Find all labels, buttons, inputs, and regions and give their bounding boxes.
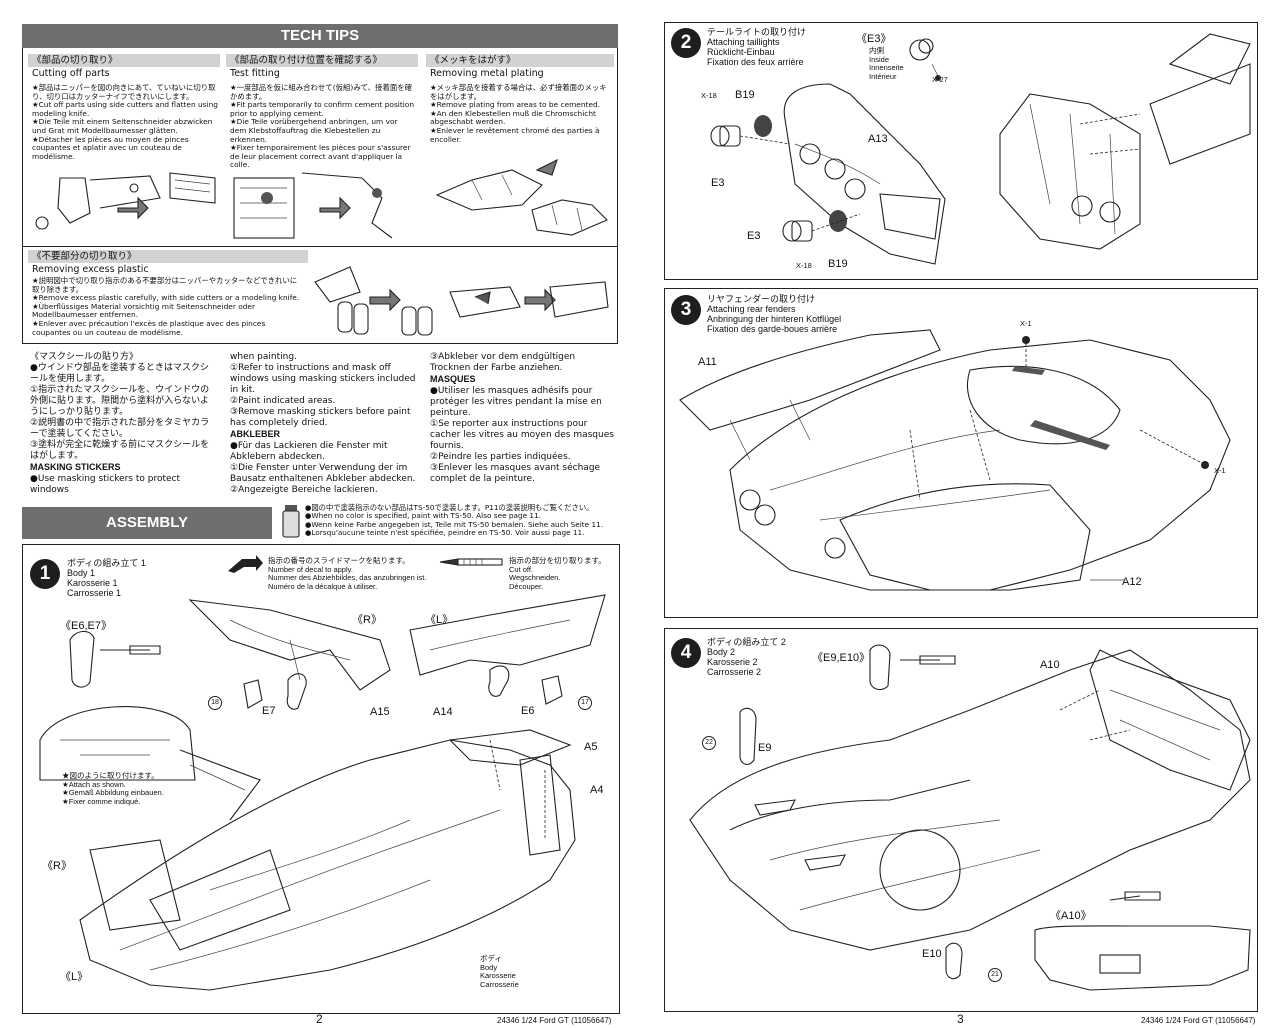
label-e3-a: E3 [711, 177, 725, 189]
tech-tips-header: TECH TIPS [22, 24, 618, 48]
label-e3-b: E3 [747, 230, 761, 242]
label-x1-top: X-1 [1020, 319, 1032, 328]
label-l-bottom: 《L》 [60, 971, 89, 983]
step3-box [664, 288, 1258, 618]
step3-drawing [679, 329, 1231, 591]
step4-title: ボディの組み立て 2 Body 2 Karosserie 2 Carrosser… [707, 637, 786, 677]
tip-cutting-en: Cutting off parts [32, 68, 110, 79]
step2-title: テールライトの取り付け Attaching taillights Rücklic… [707, 27, 807, 67]
label-a10-detail: 《A10》 [1050, 910, 1092, 922]
decal-arrow-icon [228, 555, 263, 573]
label-e6e7: 《E6,E7》 [60, 620, 112, 632]
tip-cutting-heading: 《部品の切り取り》 Cutting off parts [28, 54, 220, 80]
tip-fitting-heading: 《部品の取り付け位置を確認する》 Test fitting [226, 54, 418, 80]
step1-body-drawing [39, 594, 606, 991]
tip-cutting-jp: 《部品の切り取り》 [28, 54, 220, 67]
tip-fitting-illustration [233, 172, 393, 239]
cut-knife-icon [439, 558, 503, 566]
masking-de-tail: ③Abkleber vor dem endgültigen Trocknen d… [430, 352, 576, 373]
footer-left: 24346 1/24 Ford GT (11056647) [497, 1016, 612, 1025]
tech-tips-box [22, 48, 618, 344]
tip-excess-illustration [314, 266, 609, 336]
decal-21-marker: 21 [988, 968, 1002, 982]
label-a11: A11 [698, 356, 717, 368]
masking-fr-text: ●Utiliser les masques adhésifs pour prot… [430, 386, 614, 484]
decal-22-marker: 22 [702, 736, 716, 750]
step3-number: 3 [671, 295, 701, 325]
masking-de-text: ●Für das Lackieren die Fenster mit Abkle… [230, 441, 416, 495]
masking-de-heading: ABKLEBER [230, 429, 281, 439]
label-x18-b: X-18 [796, 261, 812, 270]
step4-drawing [689, 644, 1251, 991]
label-e9e10: 《E9,E10》 [812, 652, 871, 664]
tip-plating-heading: 《メッキをはがす》 Removing metal plating [426, 54, 614, 80]
tip-plating-en: Removing metal plating [430, 68, 544, 79]
label-b19-b: B19 [828, 258, 848, 270]
label-a12: A12 [1122, 576, 1142, 588]
tip-cutting-illustration [35, 172, 216, 230]
decal-17-marker: 17 [578, 696, 592, 710]
label-r-top: 《R》 [352, 614, 382, 626]
tip-plating-body: ★メッキ部品を接着する場合は、必ず接着面のメッキをはがします。 ★Remove … [430, 83, 607, 144]
step4-number: 4 [671, 638, 701, 668]
label-a10: A10 [1040, 659, 1060, 671]
step2-box [664, 22, 1258, 280]
paint-bottle-icon [282, 505, 300, 538]
footer-right: 24346 1/24 Ford GT (11056647) [1141, 1016, 1256, 1025]
step1-title: ボディの組み立て 1 Body 1 Karosserie 1 Carrosser… [67, 558, 146, 598]
masking-en-text2: when painting. ①Refer to instructions an… [230, 352, 416, 428]
tip-fitting-en: Test fitting [230, 68, 280, 79]
label-a14: A14 [433, 706, 453, 718]
label-x1-right: X-1 [1214, 466, 1226, 475]
masking-col1: 《マスクシールの貼り方》 ●ウインドウ部品を塗装するときはマスクシールを使用しま… [30, 352, 216, 496]
step3-title: リヤフェンダーの取り付け Attaching rear fenders Anbr… [707, 294, 842, 334]
label-e7: E7 [262, 705, 276, 717]
label-a5: A5 [584, 741, 598, 753]
masking-col2: when painting. ①Refer to instructions an… [230, 352, 416, 496]
label-x18-a: X-18 [701, 91, 717, 100]
step1-attach-note: ★図のように取り付けます。 ★Attach as shown. ★Gemäß A… [62, 771, 164, 806]
page-number-left: 2 [316, 1012, 323, 1026]
label-l-top: 《L》 [425, 614, 454, 626]
label-e10: E10 [922, 948, 942, 960]
label-a4: A4 [590, 784, 604, 796]
label-e6: E6 [521, 705, 535, 717]
masking-en-heading: MASKING STICKERS [30, 462, 121, 472]
tip-plating-illustration [435, 158, 608, 236]
step1-body-label: ボディ Body Karosserie Carrosserie [480, 954, 519, 989]
step1-number: 1 [30, 559, 60, 589]
tip-plating-jp: 《メッキをはがす》 [426, 54, 614, 67]
label-a13: A13 [868, 133, 888, 145]
paint-note: ●図の中で塗装指示のない部品はTS-50で塗装します。P11の塗装説明もご覧くだ… [305, 503, 604, 538]
masking-fr-heading: MASQUES [430, 374, 476, 384]
label-r-bottom: 《R》 [42, 860, 72, 872]
tip-excess-en: Removing excess plastic [32, 264, 149, 275]
step2-drawing [710, 33, 1251, 265]
tip-cutting-body: ★部品はニッパーを図の向きにあて、ていねいに切り取り、切り口はカッターナイフでき… [32, 83, 218, 161]
tip-excess-heading: 《不要部分の切り取り》 Removing excess plastic [28, 250, 308, 276]
masking-col3: ③Abkleber vor dem endgültigen Trocknen d… [430, 352, 614, 485]
tip-fitting-body: ★一度部品を仮に組み合わせて(仮組)みて、接着面を確かめます。 ★Fit par… [230, 83, 414, 170]
step1-cut-legend: 指示の部分を切り取ります。 Cut off. Wegschneiden. Déc… [509, 556, 606, 591]
label-e9: E9 [758, 742, 772, 754]
tips-divider [22, 246, 618, 247]
label-a15: A15 [370, 706, 390, 718]
masking-jp-text: 《マスクシールの貼り方》 ●ウインドウ部品を塗装するときはマスクシールを使用しま… [30, 352, 210, 461]
tip-excess-jp: 《不要部分の切り取り》 [28, 250, 308, 263]
page-number-right: 3 [957, 1012, 964, 1026]
step1-decal-legend: 指示の番号のスライドマークを貼ります。 Number of decal to a… [268, 556, 427, 591]
step2-number: 2 [671, 28, 701, 58]
decal-18-marker: 18 [208, 696, 222, 710]
tip-fitting-jp: 《部品の取り付け位置を確認する》 [226, 54, 418, 67]
step2-inside-note: 内側 Inside Innenseite Intérieur [869, 46, 904, 81]
masking-en-text1: ●Use masking stickers to protect windows [30, 474, 180, 495]
assembly-header: ASSEMBLY [22, 507, 272, 539]
label-b19-a: B19 [735, 89, 755, 101]
tip-excess-body: ★説明図中で切り取り指示のある不要部分はニッパーやカッターなどできれいに取り除き… [32, 276, 300, 337]
step1-box [22, 544, 620, 1014]
label-e3-box: 《E3》 [856, 33, 892, 45]
